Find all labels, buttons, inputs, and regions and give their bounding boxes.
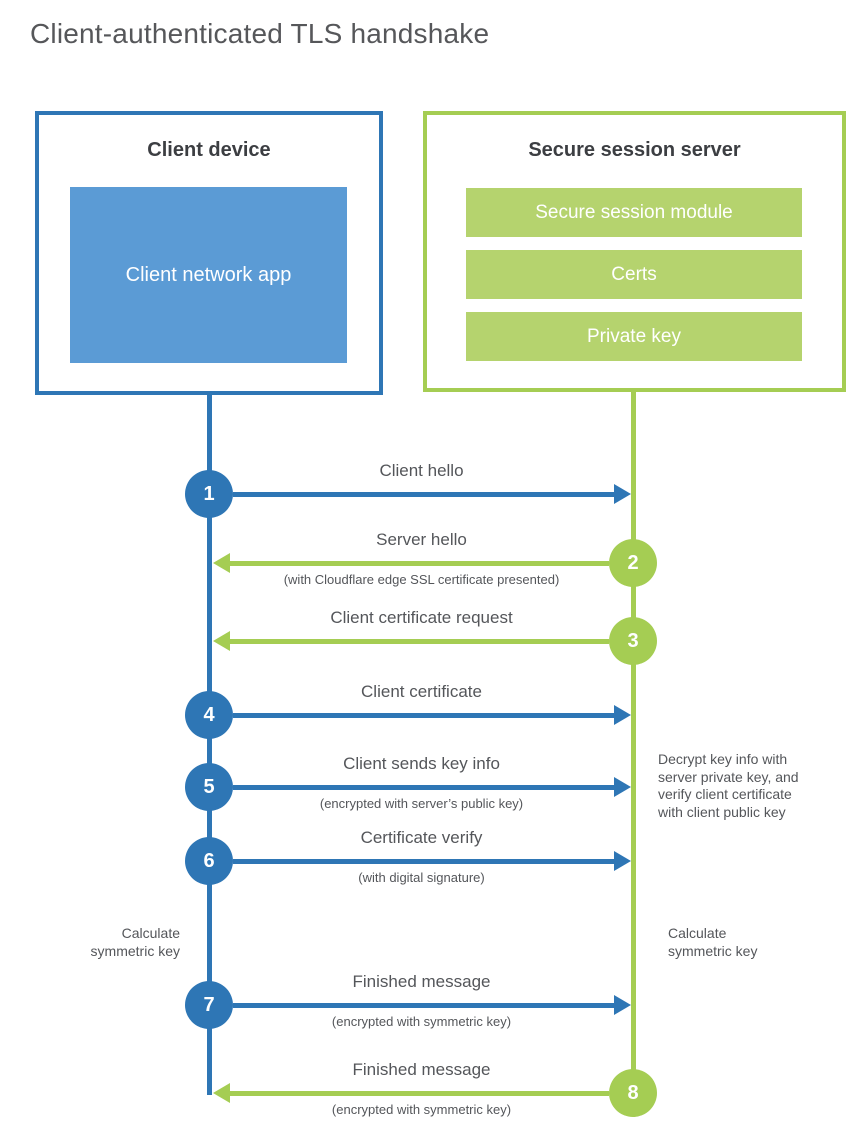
secure-session-server-box: Secure session server Secure session mod… [423,111,846,392]
client-lifeline [207,394,212,1095]
step-3-arrow [230,639,609,644]
client-device-title: Client device [147,139,271,161]
note-line: with client public key [658,803,786,820]
step-8-label: Finished message [352,1060,491,1079]
step-5-badge: 5 [185,763,233,811]
secure-session-server-title: Secure session server [528,139,741,161]
step-5-arrow [233,785,615,790]
step-1-badge: 1 [185,470,233,518]
server-module-certs: Certs [466,250,802,299]
step-2-label: Server hello [376,530,467,549]
step-6-arrow [233,859,615,864]
step-5-label: Client sends key info [343,754,500,773]
arrow-left-icon [213,553,230,573]
note-line: Calculate [668,925,727,941]
decrypt-key-info-note: Decrypt key info with server private key… [658,751,843,821]
note-line: Decrypt key info with [658,751,788,767]
note-line: verify client certificate [658,786,792,802]
arrow-right-icon [614,851,631,871]
step-4-arrow [233,713,615,718]
arrow-right-icon [614,484,631,504]
note-line: symmetric key [668,942,758,959]
server-lifeline [631,391,636,1093]
step-2-arrow [230,561,609,566]
arrow-left-icon [213,631,230,651]
note-line: server private key, and [658,768,799,785]
step-6-sublabel: (with digital signature) [358,870,485,885]
step-2-sublabel: (with Cloudflare edge SSL certificate pr… [283,572,560,587]
step-8-arrow [230,1091,609,1096]
step-4-badge: 4 [185,691,233,739]
step-4-label: Client certificate [361,682,482,701]
step-7-arrow [233,1003,615,1008]
calc-symmetric-key-note-server: Calculate symmetric key [668,925,798,960]
step-2-badge: 2 [609,539,657,587]
arrow-right-icon [614,995,631,1015]
page-title: Client-authenticated TLS handshake [30,18,490,49]
step-8-badge: 8 [609,1069,657,1117]
note-line: Calculate [121,925,180,941]
client-device-box: Client device Client network app [35,111,383,395]
step-3-badge: 3 [609,617,657,665]
step-3-label: Client certificate request [330,608,513,627]
note-line: symmetric key [90,942,180,959]
step-6-label: Certificate verify [360,828,483,847]
calc-symmetric-key-note-client: Calculate symmetric key [50,925,180,960]
client-network-app-label: Client network app [125,264,292,286]
step-1-label: Client hello [379,461,464,480]
arrow-left-icon [213,1083,230,1103]
server-module-secure-session: Secure session module [466,188,802,237]
step-5-sublabel: (encrypted with server’s public key) [319,796,524,811]
arrow-right-icon [614,777,631,797]
step-7-badge: 7 [185,981,233,1029]
client-network-app-box: Client network app [70,187,347,363]
server-module-private-key: Private key [466,312,802,361]
step-1-arrow [233,492,615,497]
step-8-sublabel: (encrypted with symmetric key) [331,1102,512,1117]
step-7-sublabel: (encrypted with symmetric key) [331,1014,512,1029]
step-7-label: Finished message [352,972,491,991]
step-6-badge: 6 [185,837,233,885]
arrow-right-icon [614,705,631,725]
